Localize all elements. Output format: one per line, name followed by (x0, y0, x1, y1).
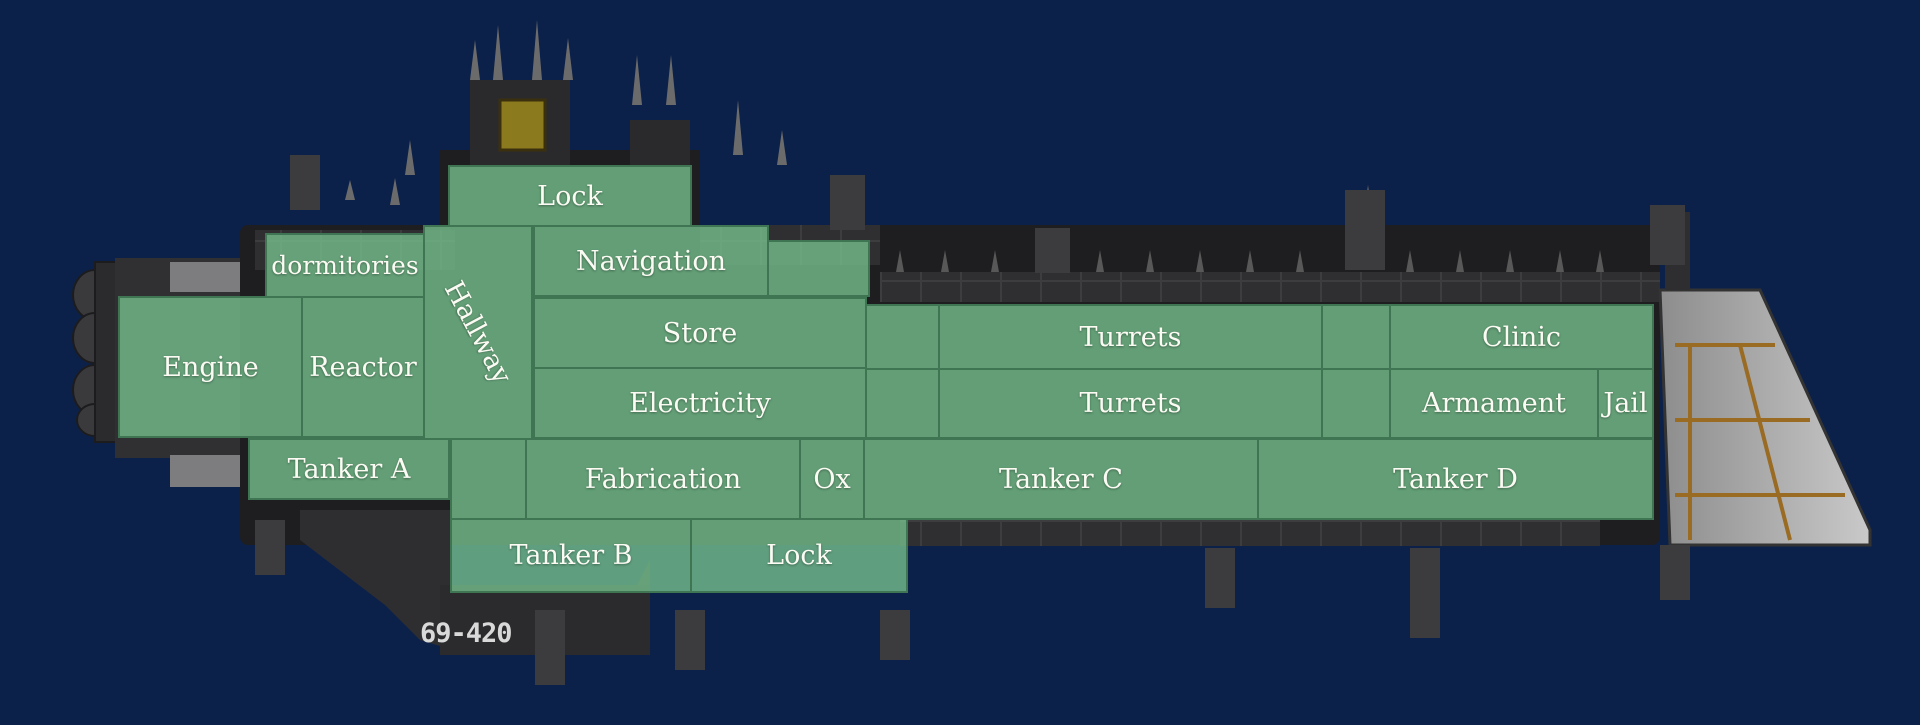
room-turrets-lower[interactable]: Turrets (938, 368, 1323, 439)
room-reactor[interactable]: Reactor (301, 296, 425, 438)
room-corridor-mid-lower[interactable] (1321, 368, 1391, 439)
room-label: Navigation (575, 245, 727, 277)
room-tanker-d[interactable]: Tanker D (1257, 438, 1654, 520)
room-label: Reactor (309, 351, 417, 383)
room-clinic[interactable]: Clinic (1389, 304, 1654, 370)
room-label: Tanker B (509, 540, 633, 571)
room-lock-bottom[interactable]: Lock (690, 518, 908, 593)
room-label: Hallway (438, 276, 518, 389)
room-navigation[interactable]: Navigation (533, 225, 769, 297)
room-corridor-mid-upper[interactable] (1321, 304, 1391, 370)
room-ox[interactable]: Ox (799, 438, 865, 520)
room-label: Ox (813, 463, 851, 495)
room-corridor-upper[interactable] (865, 304, 940, 370)
room-corridor-lower[interactable] (865, 368, 940, 439)
room-label: Electricity (629, 387, 771, 419)
room-armament[interactable]: Armament (1389, 368, 1599, 439)
room-tanker-c[interactable]: Tanker C (863, 438, 1259, 520)
room-tanker-b[interactable]: Tanker B (450, 518, 692, 593)
room-label: Engine (162, 351, 259, 383)
room-dormitories[interactable]: dormitories (265, 233, 425, 298)
room-lock-top[interactable]: Lock (448, 165, 692, 227)
room-label: Turrets (1079, 321, 1182, 353)
room-tanker-a[interactable]: Tanker A (248, 438, 450, 500)
room-label: Clinic (1481, 321, 1562, 353)
room-label: dormitories (271, 251, 419, 280)
room-navigation-annex[interactable] (767, 240, 870, 297)
room-engine[interactable]: Engine (118, 296, 303, 438)
room-label: Armament (1422, 388, 1566, 419)
room-corridor-lower-left[interactable] (450, 438, 527, 520)
room-turrets-upper[interactable]: Turrets (938, 304, 1323, 370)
hull-number: 69-420 (420, 618, 513, 649)
room-jail[interactable]: Jail (1597, 368, 1654, 439)
room-fabrication[interactable]: Fabrication (525, 438, 801, 520)
room-hallway[interactable]: Hallway (423, 225, 533, 440)
room-label: Turrets (1079, 388, 1182, 419)
room-electricity[interactable]: Electricity (533, 367, 867, 439)
room-label: Fabrication (584, 463, 742, 495)
room-label: Jail (1603, 388, 1648, 419)
room-store[interactable]: Store (533, 297, 867, 369)
room-label: Store (662, 317, 738, 349)
room-label: Lock (537, 180, 603, 212)
room-label: Tanker A (287, 453, 411, 485)
room-label: Tanker C (999, 463, 1123, 495)
room-label: Lock (766, 540, 832, 571)
room-label: Tanker D (1393, 463, 1518, 495)
